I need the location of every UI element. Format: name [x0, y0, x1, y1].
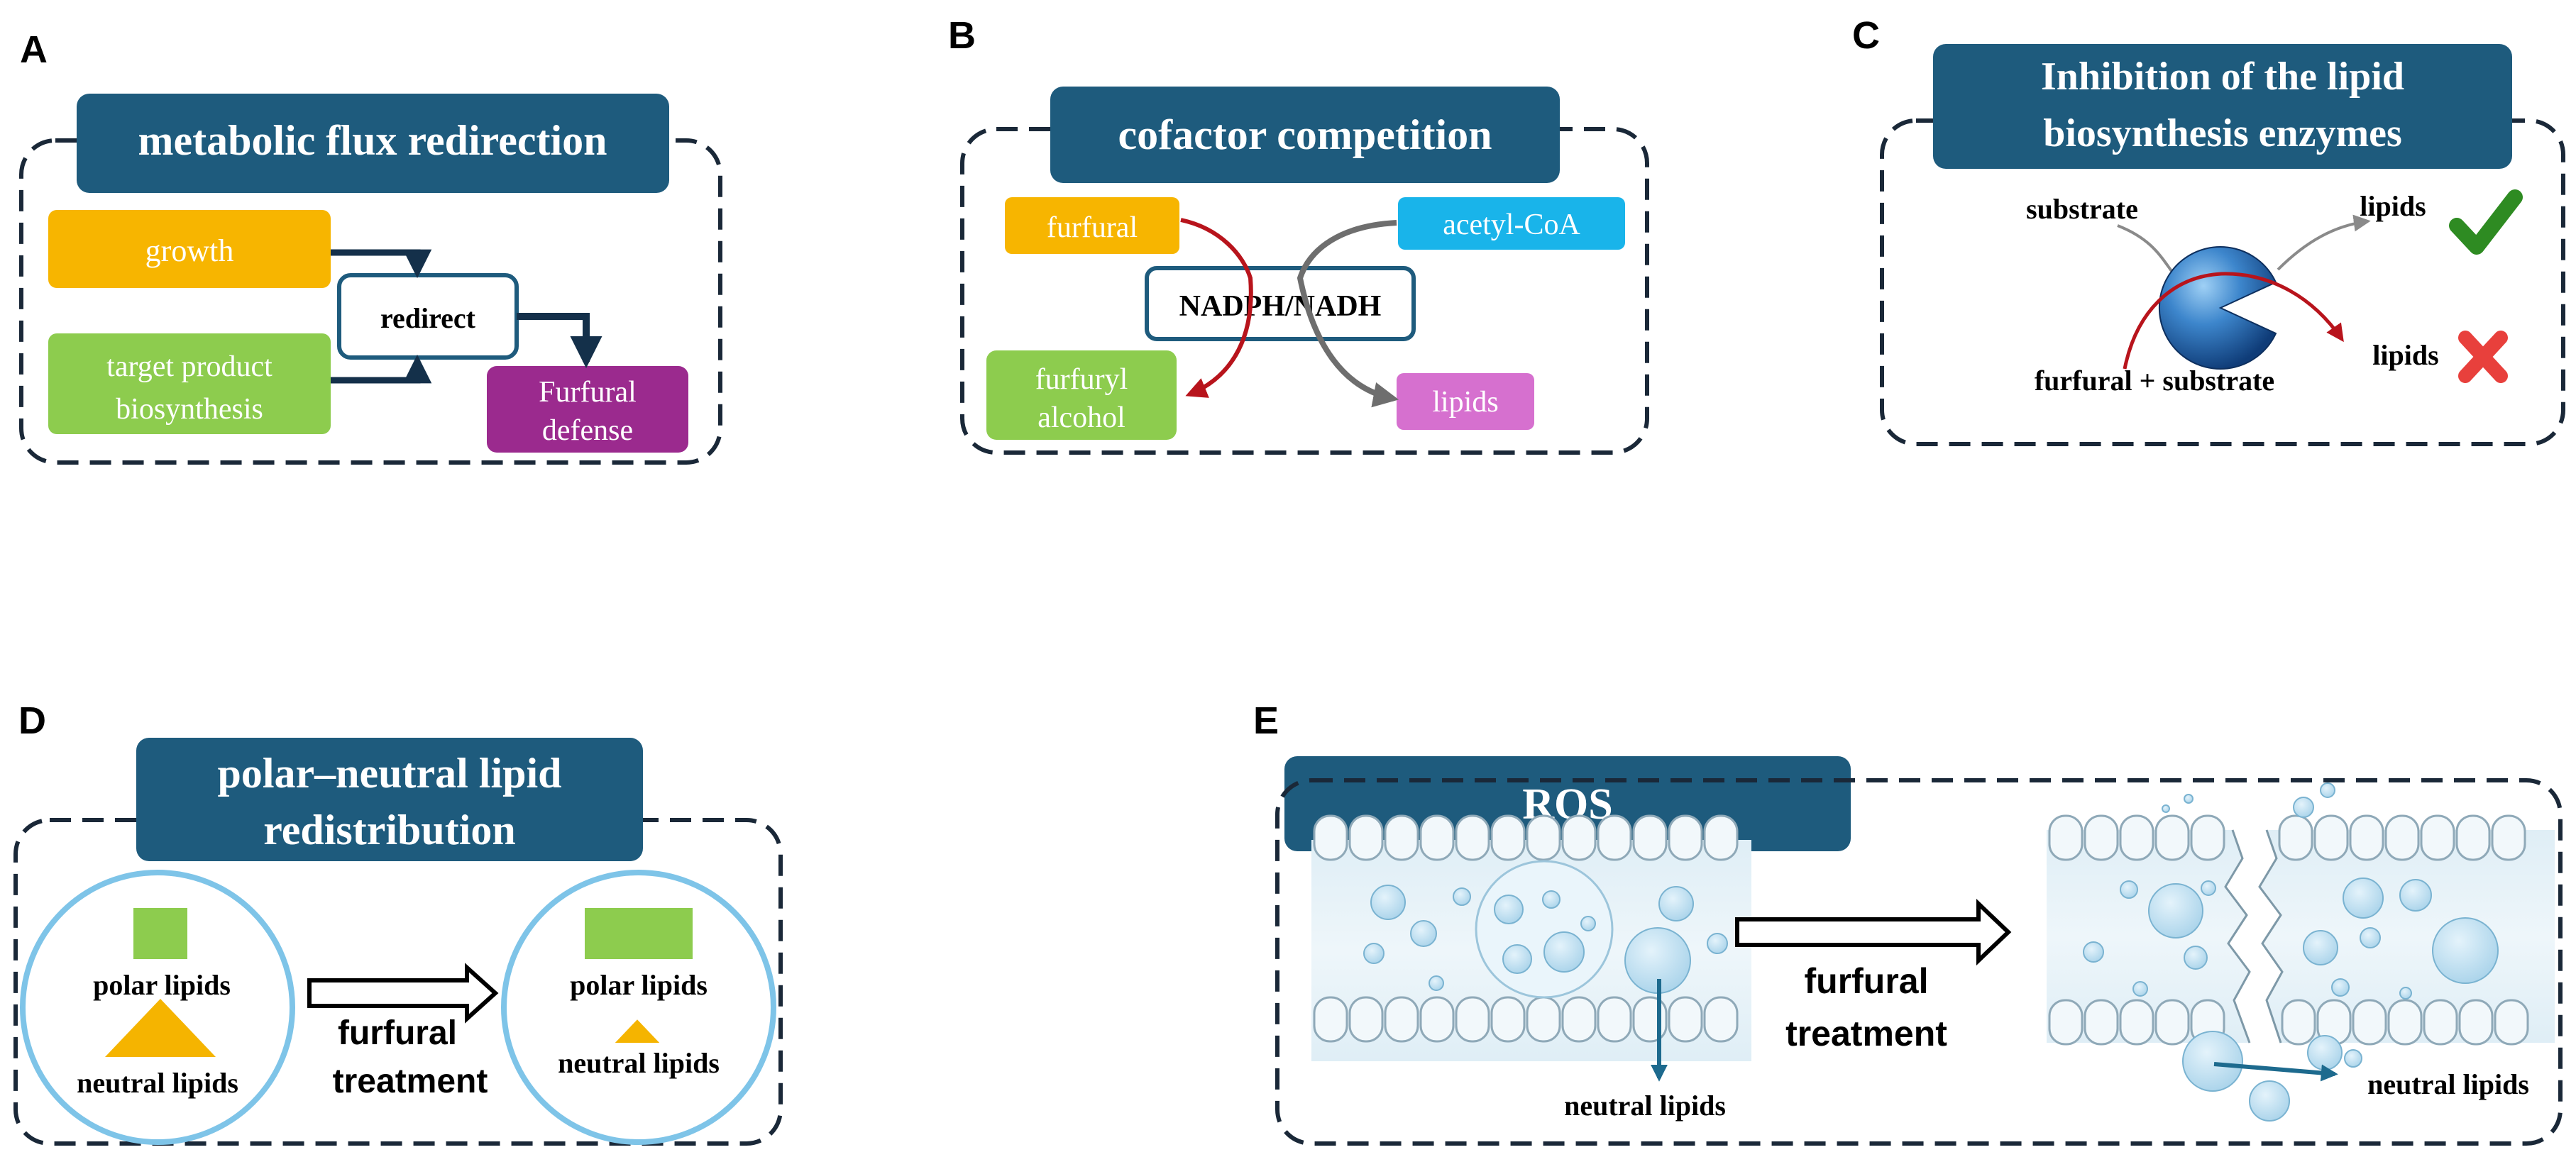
- furfuryl-alcohol-box: [986, 350, 1177, 440]
- panel-d-title-1: polar–neutral lipid: [217, 750, 561, 797]
- check-mark-icon: [2449, 189, 2523, 255]
- treatment-label-e-1: furfural: [1805, 961, 1929, 1001]
- treatment-arrow-e: [1735, 899, 2012, 965]
- furfuryl-alcohol-label-2: alcohol: [1037, 402, 1125, 434]
- panel-d-title-box: [136, 738, 643, 861]
- furfural-box: [1005, 197, 1179, 254]
- panel-a-title: metabolic flux redirection: [138, 117, 607, 164]
- panel-c-title-1: Inhibition of the lipid: [2041, 55, 2404, 99]
- panel-d-frame: [13, 818, 783, 1146]
- panel-letter-b: B: [948, 14, 976, 57]
- panel-b-title: cofactor competition: [1118, 111, 1492, 158]
- treatment-label-d-2: treatment: [333, 1063, 488, 1100]
- x-mark-icon: [2458, 331, 2508, 383]
- arrow-neutral-lipids-right: [2213, 1062, 2338, 1082]
- lipids-box-b: [1397, 373, 1534, 430]
- furfural-defense-label-2: defense: [542, 414, 633, 447]
- panel-letter-c: C: [1852, 14, 1880, 57]
- cell-before: [20, 870, 295, 1145]
- panel-e-frame: [1275, 778, 2563, 1146]
- arrow-redirect-to-defense: [517, 313, 602, 368]
- panel-a-frame: [19, 138, 722, 465]
- nadph-box: [1145, 266, 1416, 341]
- panel-b-title-box: [1050, 87, 1560, 183]
- treatment-label-e-2: treatment: [1785, 1014, 1947, 1053]
- furfural-defense-box: [487, 366, 688, 453]
- neutral-lipids-right-label: neutral lipids: [558, 1047, 720, 1079]
- panel-a: A metabolic flux redirection growth targ…: [19, 28, 722, 465]
- target-product-box: [48, 333, 331, 434]
- arrow-acetyl-to-lipids: [1297, 220, 1399, 408]
- lipids-ok-label: lipids: [2360, 190, 2426, 222]
- panel-letter-e: E: [1253, 699, 1279, 742]
- panel-c-title-2: biosynthesis enzymes: [2043, 111, 2402, 155]
- neutral-lipids-left-label: neutral lipids: [77, 1067, 238, 1099]
- cell-after: [501, 870, 776, 1145]
- arrow-lipids-out: [2277, 214, 2371, 271]
- escaped-droplets: [2162, 782, 2362, 1122]
- polar-lipids-left-mark: [133, 908, 187, 959]
- membrane-intact: [1311, 814, 1751, 1061]
- arrow-growth-to-redirect: [331, 249, 432, 279]
- panel-d: D polar–neutral lipid redistribution pol…: [13, 699, 783, 1146]
- arrow-furfural-to-alcohol: [1180, 218, 1253, 398]
- panel-d-title-2: redistribution: [263, 807, 516, 853]
- arrow-furfural-substrate: [2123, 272, 2344, 370]
- target-product-label-2: biosynthesis: [116, 393, 263, 426]
- nadph-label: NADPH/NADH: [1179, 290, 1382, 323]
- growth-box: [48, 210, 331, 288]
- polar-lipids-left-label: polar lipids: [93, 969, 231, 1001]
- panel-letter-d: D: [18, 699, 46, 742]
- panel-b: B cofactor competition furfural acetyl-C…: [948, 14, 1649, 455]
- arrow-substrate-in: [2117, 224, 2173, 272]
- neutral-lipids-right-mark: [615, 1019, 660, 1043]
- redirect-label: redirect: [380, 302, 476, 334]
- furfural-defense-label-1: Furfural: [539, 376, 637, 409]
- membrane-damaged: [2047, 814, 2555, 1046]
- acetyl-coa-label: acetyl-CoA: [1443, 209, 1580, 241]
- pacman-enzyme-icon: [2158, 246, 2277, 370]
- polar-lipids-right-label: polar lipids: [570, 969, 708, 1001]
- substrate-label: substrate: [2026, 193, 2138, 225]
- furfural-label: furfural: [1047, 211, 1138, 244]
- neutral-lipids-left-mark: [105, 999, 216, 1057]
- polar-lipids-right-mark: [585, 908, 693, 959]
- treatment-label-d-1: furfural: [338, 1014, 457, 1052]
- acetyl-coa-box: [1398, 197, 1625, 250]
- furfural-substrate-label: furfural + substrate: [2035, 365, 2274, 397]
- panel-c: C Inhibition of the lipid biosynthesis e…: [1852, 14, 2565, 446]
- furfuryl-alcohol-label-1: furfuryl: [1035, 363, 1128, 396]
- panel-c-title-box: [1933, 44, 2512, 169]
- panel-e: E ROS neutral lipids furfur: [1253, 699, 2563, 1146]
- growth-label: growth: [145, 233, 234, 268]
- neutral-lipids-left-e: neutral lipids: [1564, 1090, 1726, 1122]
- arrow-target-to-redirect: [331, 354, 432, 384]
- panel-letter-a: A: [20, 28, 48, 71]
- neutral-lipids-right-e: neutral lipids: [2367, 1068, 2529, 1100]
- lipids-blocked-label: lipids: [2372, 339, 2438, 371]
- panel-a-title-box: [77, 94, 669, 193]
- treatment-arrow-d: [307, 963, 499, 1024]
- target-product-label-1: target product: [106, 350, 273, 383]
- lipids-label-b: lipids: [1432, 386, 1498, 419]
